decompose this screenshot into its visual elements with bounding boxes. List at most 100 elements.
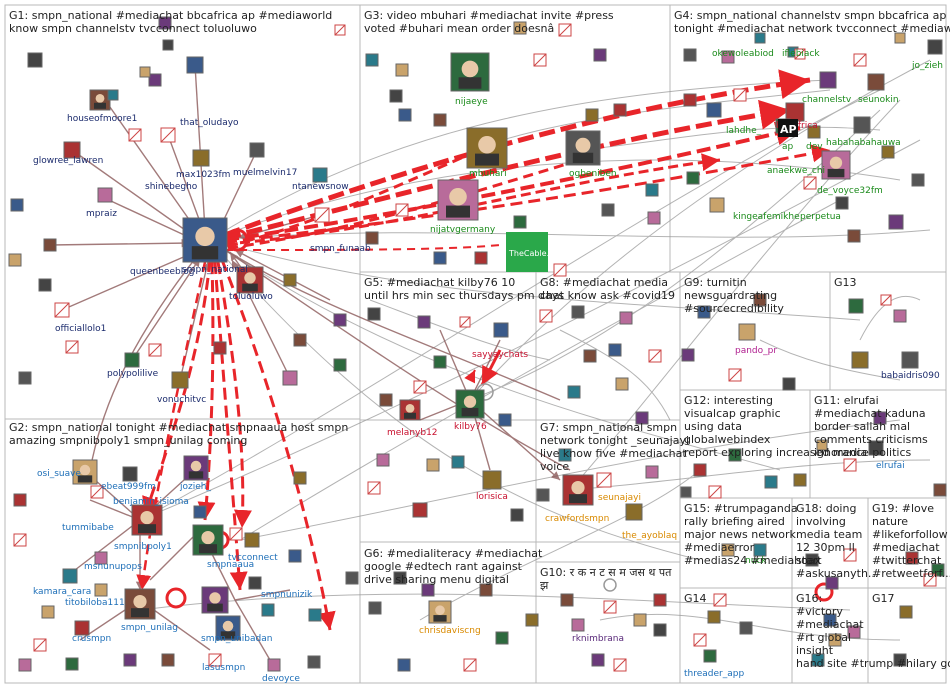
user-node[interactable]: [193, 505, 207, 519]
user-node[interactable]: [816, 439, 828, 451]
user-node[interactable]: [433, 355, 447, 369]
user-node[interactable]: [171, 371, 189, 389]
user-node[interactable]: [94, 551, 108, 565]
user-node[interactable]: [8, 253, 22, 267]
user-node[interactable]: [835, 196, 849, 210]
user-node[interactable]: [539, 309, 553, 323]
user-node[interactable]: [41, 605, 55, 619]
user-node[interactable]: [733, 88, 747, 102]
user-node[interactable]: [282, 370, 298, 386]
user-node[interactable]: [593, 48, 607, 62]
user-node[interactable]: [793, 473, 807, 487]
user-node[interactable]: [397, 658, 411, 672]
user-node[interactable]: [38, 278, 52, 292]
user-node[interactable]: [693, 633, 707, 647]
user-node[interactable]: [192, 149, 210, 167]
user-node[interactable]: [853, 53, 867, 67]
user-node[interactable]: [124, 352, 140, 368]
user-node[interactable]: [847, 229, 861, 243]
user-node[interactable]: [843, 548, 857, 562]
user-node[interactable]: [433, 251, 447, 265]
user-node[interactable]: [931, 563, 945, 577]
user-node[interactable]: [513, 215, 527, 229]
user-node[interactable]: [893, 653, 907, 667]
user-node[interactable]: [367, 481, 381, 495]
user-node[interactable]: [450, 52, 490, 92]
user-node[interactable]: [65, 657, 79, 671]
user-node[interactable]: [479, 583, 493, 597]
user-node[interactable]: [513, 21, 527, 35]
user-node[interactable]: [182, 217, 228, 263]
user-node[interactable]: [160, 127, 176, 143]
user-node[interactable]: [738, 323, 756, 341]
user-node[interactable]: [794, 48, 806, 60]
user-node[interactable]: [821, 150, 851, 180]
user-node[interactable]: [437, 179, 479, 221]
user-node[interactable]: [62, 568, 78, 584]
user-node[interactable]: [65, 340, 79, 354]
user-node[interactable]: [571, 305, 585, 319]
user-node[interactable]: [625, 503, 643, 521]
user-node[interactable]: [805, 553, 819, 567]
user-node[interactable]: [653, 623, 667, 637]
user-node[interactable]: [562, 474, 594, 506]
user-node[interactable]: [293, 333, 307, 347]
user-node[interactable]: [880, 294, 892, 306]
user-node[interactable]: [680, 486, 692, 498]
user-node[interactable]: [848, 298, 864, 314]
user-node[interactable]: [843, 458, 857, 472]
user-node[interactable]: [395, 63, 409, 77]
user-node[interactable]: [721, 50, 735, 64]
user-node[interactable]: [376, 453, 390, 467]
user-node[interactable]: [728, 448, 742, 462]
user-node[interactable]: [236, 266, 264, 294]
user-node[interactable]: [823, 613, 837, 627]
user-node[interactable]: [213, 341, 227, 355]
user-node[interactable]: [249, 142, 265, 158]
user-node[interactable]: [267, 658, 281, 672]
user-node[interactable]: [560, 593, 574, 607]
user-node[interactable]: [261, 603, 275, 617]
user-node[interactable]: [107, 89, 119, 101]
user-node[interactable]: [18, 371, 32, 385]
user-node[interactable]: [868, 440, 884, 456]
user-node[interactable]: [162, 39, 174, 51]
user-node[interactable]: [428, 600, 452, 624]
user-node[interactable]: [183, 455, 209, 481]
user-node[interactable]: [451, 455, 465, 469]
user-node[interactable]: [681, 348, 695, 362]
user-node[interactable]: [536, 488, 550, 502]
user-node[interactable]: [128, 128, 142, 142]
user-node[interactable]: [417, 315, 431, 329]
user-node[interactable]: [739, 621, 753, 635]
user-node[interactable]: [706, 102, 722, 118]
user-node[interactable]: [74, 620, 90, 636]
user-node[interactable]: [161, 653, 175, 667]
user-node[interactable]: [653, 593, 667, 607]
user-node[interactable]: [97, 187, 113, 203]
user-node[interactable]: [693, 463, 707, 477]
user-node[interactable]: [395, 203, 409, 217]
user-node[interactable]: [923, 573, 937, 587]
user-node[interactable]: [293, 471, 307, 485]
user-node[interactable]: [647, 211, 661, 225]
user-node[interactable]: [888, 214, 904, 230]
user-node[interactable]: [825, 576, 839, 590]
user-node[interactable]: [713, 593, 727, 607]
user-node[interactable]: [933, 483, 947, 497]
user-node[interactable]: [124, 588, 156, 620]
user-node[interactable]: [139, 66, 151, 78]
user-node[interactable]: [510, 508, 524, 522]
user-node[interactable]: [43, 238, 57, 252]
user-node[interactable]: [601, 203, 615, 217]
user-node[interactable]: [708, 485, 722, 499]
user-node[interactable]: [721, 543, 735, 557]
user-node[interactable]: [215, 615, 241, 641]
user-node[interactable]: [201, 586, 229, 614]
user-node[interactable]: [463, 658, 477, 672]
user-node[interactable]: [333, 358, 347, 372]
user-node[interactable]: [754, 32, 766, 44]
user-node[interactable]: [853, 116, 871, 134]
user-node[interactable]: [312, 167, 328, 183]
user-node[interactable]: [847, 625, 861, 639]
